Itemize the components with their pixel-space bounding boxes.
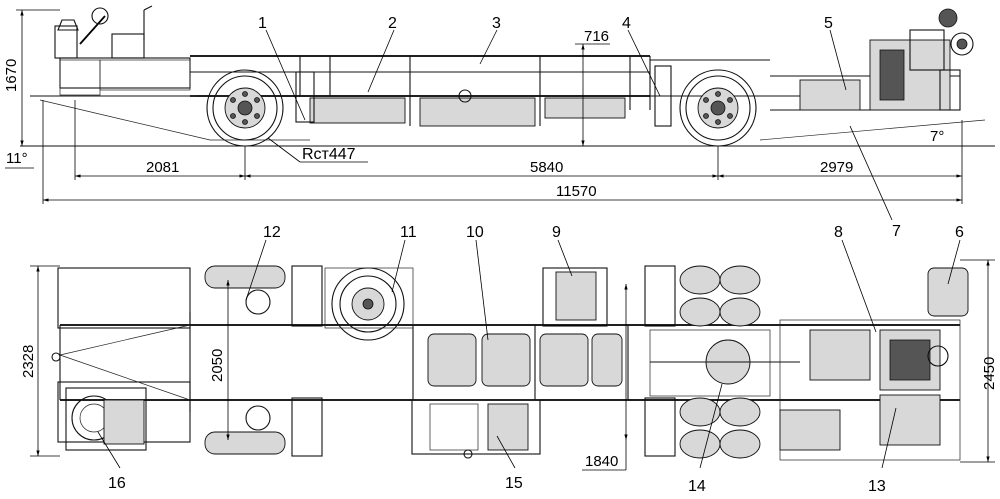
callout-1: 1 xyxy=(258,15,267,32)
dim-radius: Rст447 xyxy=(302,146,356,163)
top-view xyxy=(51,265,969,461)
top-dimensions: 2328 2050 2450 1840 xyxy=(20,259,998,471)
callout-8: 8 xyxy=(834,224,843,241)
dim-rear-track: 1840 xyxy=(585,453,618,470)
callout-14: 14 xyxy=(688,478,706,495)
callout-4: 4 xyxy=(622,15,631,32)
dim-rear-overhang: 2979 xyxy=(820,159,853,176)
dim-width-frame: 2328 xyxy=(20,345,37,378)
callout-9: 9 xyxy=(552,224,561,241)
callout-10: 10 xyxy=(466,224,484,241)
spare-wheel xyxy=(331,267,405,341)
gas-cylinders xyxy=(427,333,623,387)
dim-width-overall: 2450 xyxy=(981,357,998,390)
side-callouts: 1 2 3 4 5 7 xyxy=(258,15,901,240)
callout-2: 2 xyxy=(388,15,397,32)
callout-3: 3 xyxy=(492,15,501,32)
callout-12: 12 xyxy=(263,224,281,241)
dim-rear-angle: 7° xyxy=(930,128,944,145)
callout-11: 11 xyxy=(400,224,417,241)
dim-clearance: 716 xyxy=(584,28,609,45)
dim-track-front: 2050 xyxy=(209,349,226,382)
rear-wheel xyxy=(679,69,757,147)
dim-front-overhang: 2081 xyxy=(146,159,179,176)
dim-height: 1670 xyxy=(3,59,20,92)
callout-5: 5 xyxy=(824,15,833,32)
top-callouts: 12 11 10 9 8 6 16 15 14 13 xyxy=(97,224,964,495)
dim-overall-length: 11570 xyxy=(556,183,597,200)
dim-front-angle: 11° xyxy=(6,150,28,167)
front-unit xyxy=(65,387,147,451)
callout-7: 7 xyxy=(892,223,901,240)
callout-16: 16 xyxy=(108,475,126,492)
front-wheel xyxy=(206,69,284,147)
engine-unit xyxy=(799,8,974,111)
side-view xyxy=(20,5,995,147)
side-dimensions: 1670 716 11° 7° Rст447 2081 5840 2979 11… xyxy=(3,9,963,204)
callout-13: 13 xyxy=(868,478,886,495)
callout-6: 6 xyxy=(955,224,964,241)
engine-top xyxy=(779,267,969,461)
callout-15: 15 xyxy=(505,475,523,492)
dim-wheelbase: 5840 xyxy=(530,159,563,176)
